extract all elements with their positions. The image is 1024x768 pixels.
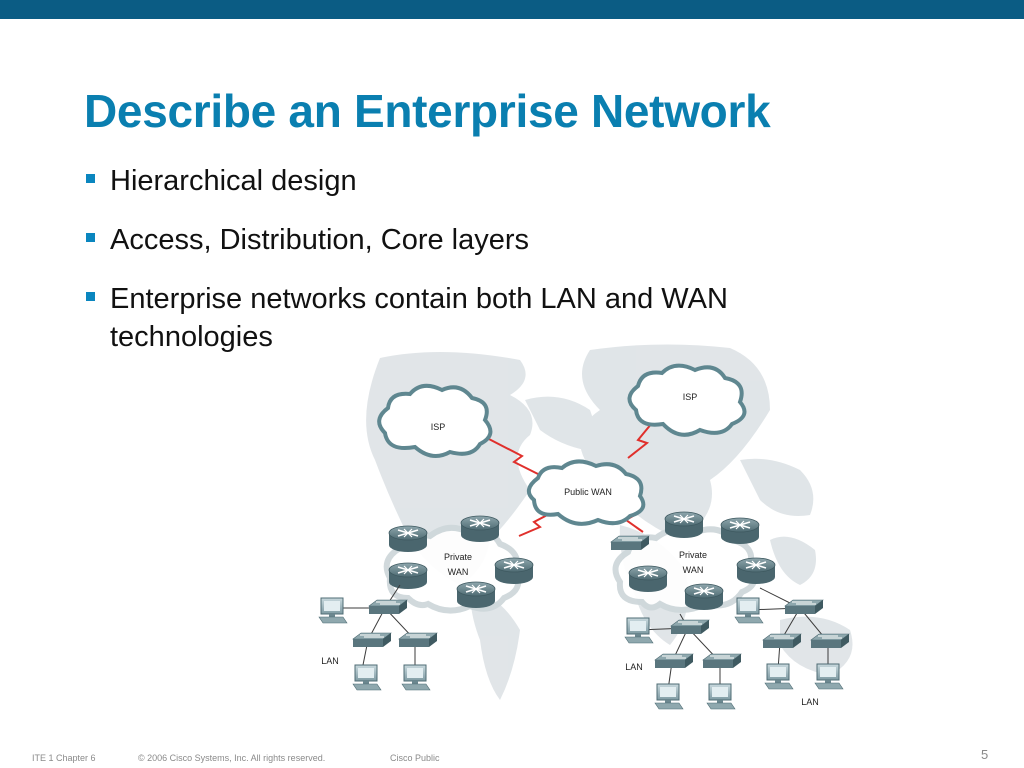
router-icon <box>628 565 668 593</box>
router-icon <box>494 557 534 585</box>
computer-icon <box>624 617 654 644</box>
private-wan-right-line1: Private <box>679 550 707 560</box>
bullet-item: Enterprise networks contain both LAN and… <box>84 280 864 356</box>
switch-icon <box>368 599 408 615</box>
cloud-icon: ISP <box>627 363 747 437</box>
switch-icon <box>670 619 710 635</box>
isp-right-label: ISP <box>683 392 698 402</box>
switch-icon <box>610 535 650 551</box>
computer-icon <box>318 597 348 624</box>
switch-icon <box>702 653 742 669</box>
router-icon <box>460 515 500 543</box>
cloud-icon: ISP <box>377 383 493 458</box>
computer-icon <box>401 664 431 691</box>
public-wan-label: Public WAN <box>564 487 612 497</box>
bullet-square-icon <box>86 174 95 183</box>
footer-copyright: © 2006 Cisco Systems, Inc. All rights re… <box>138 753 326 763</box>
computer-icon <box>706 683 736 710</box>
network-diagram: ISP ISP Public WAN Private WAN LAN Priva… <box>318 344 853 710</box>
slide-title: Describe an Enterprise Network <box>84 85 771 137</box>
bullet-text: Enterprise networks contain both LAN and… <box>110 283 728 353</box>
bullet-item: Hierarchical design <box>84 162 864 200</box>
page-number: 5 <box>981 747 989 762</box>
switch-icon <box>762 633 802 649</box>
router-icon <box>388 525 428 553</box>
lan-label: LAN <box>321 656 339 666</box>
lan-label: LAN <box>801 697 819 707</box>
private-wan-left-line1: Private <box>444 552 472 562</box>
private-wan-left-line2: WAN <box>448 567 469 577</box>
computer-icon <box>654 683 684 710</box>
cloud-icon: Public WAN <box>526 459 646 526</box>
router-icon <box>684 583 724 611</box>
router-icon <box>736 557 776 585</box>
router-icon <box>456 581 496 609</box>
switch-icon <box>654 653 694 669</box>
bullet-text: Access, Distribution, Core layers <box>110 224 530 256</box>
router-icon <box>388 562 428 590</box>
switch-icon <box>810 633 850 649</box>
router-icon <box>720 517 760 545</box>
switch-icon <box>352 632 392 648</box>
header-bar <box>0 0 1024 19</box>
private-wan-right: Private WAN <box>610 511 776 613</box>
private-wan-left: Private WAN <box>383 515 534 614</box>
computer-icon <box>352 664 382 691</box>
bullet-text: Hierarchical design <box>110 165 357 197</box>
lan-label: LAN <box>625 662 643 672</box>
computer-icon <box>814 663 844 690</box>
bullet-square-icon <box>86 233 95 242</box>
footer-course: ITE 1 Chapter 6 <box>32 753 96 763</box>
isp-left-label: ISP <box>431 422 446 432</box>
switch-icon <box>398 632 438 648</box>
private-wan-right-line2: WAN <box>683 565 704 575</box>
footer-classification: Cisco Public <box>390 753 440 763</box>
router-icon <box>664 511 704 539</box>
computer-icon <box>734 597 764 624</box>
computer-icon <box>764 663 794 690</box>
bullet-square-icon <box>86 292 95 301</box>
bullet-item: Access, Distribution, Core layers <box>84 221 864 259</box>
switch-icon <box>784 599 824 615</box>
